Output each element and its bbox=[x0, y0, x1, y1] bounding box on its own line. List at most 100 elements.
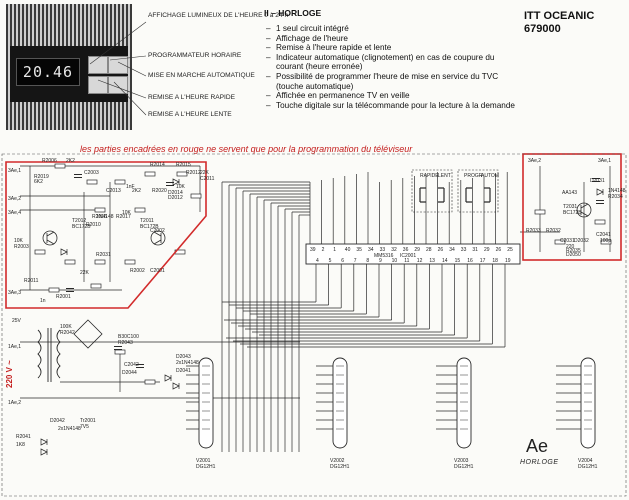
terminal-label: 1Ae,2 bbox=[8, 400, 21, 406]
transistor-type: BC172B bbox=[72, 224, 91, 230]
mains-voltage-label: 220 V ~ bbox=[5, 360, 14, 388]
ic-pin-label: 1 bbox=[333, 247, 336, 253]
component-label: 2K2 bbox=[132, 188, 141, 194]
component-label: C2002 bbox=[150, 228, 165, 234]
component-label: C2001 bbox=[150, 268, 165, 274]
feature-item: Indicateur automatique (clignotement) en… bbox=[264, 53, 524, 72]
resistor-symbol bbox=[534, 209, 546, 215]
ic-pin-label: 40 bbox=[345, 247, 351, 253]
parts-layer bbox=[34, 163, 612, 456]
switch-box-fast-slow bbox=[411, 169, 453, 213]
component-label: C2011 bbox=[200, 176, 215, 182]
clock-display: 20.46 bbox=[16, 58, 80, 86]
component-label: R2012 bbox=[186, 170, 201, 176]
display-tubes bbox=[198, 357, 596, 449]
component-label: D2044 bbox=[122, 370, 137, 376]
component-label: R2015 bbox=[176, 162, 191, 168]
ic-pin-label: 11 bbox=[404, 258, 409, 264]
wire-layer bbox=[20, 165, 611, 452]
terminal-label: 3Ae,2 bbox=[8, 196, 21, 202]
component-label: 2x1N4148 bbox=[176, 360, 199, 366]
tube-type: DG12H1 bbox=[196, 464, 216, 470]
component-label: 22K bbox=[80, 270, 90, 276]
component-label: 7V5 bbox=[80, 424, 89, 430]
program-button bbox=[88, 56, 108, 74]
transistor-type: BC172B bbox=[140, 224, 159, 230]
component-label: R2006 bbox=[42, 158, 57, 164]
switch-box-prog-auto bbox=[457, 169, 499, 213]
callout-slow-set: REMISE A L'HEURE LENTE bbox=[148, 111, 232, 118]
component-label: 2x1N4148 bbox=[58, 426, 81, 432]
component-label: D2042 bbox=[50, 418, 65, 424]
component-label: AA143 bbox=[562, 190, 577, 196]
callout-programmer: PROGRAMMATEUR HORAIRE bbox=[148, 52, 242, 59]
diode-symbol bbox=[60, 248, 68, 256]
component-label: 100K bbox=[60, 324, 72, 330]
component-label: C2042 bbox=[124, 362, 139, 368]
bridge-rectifier bbox=[73, 319, 103, 349]
fast-button bbox=[88, 76, 108, 94]
component-label: 25V bbox=[12, 318, 22, 324]
resistor-symbol bbox=[190, 193, 202, 199]
ic-pin-label: 2 bbox=[322, 247, 325, 253]
resistor-symbol bbox=[64, 259, 76, 265]
tube-ref: V2004 bbox=[578, 458, 593, 464]
component-label: D2014 bbox=[168, 190, 183, 196]
diode-symbol bbox=[40, 438, 48, 446]
ic-pin-label: 5 bbox=[329, 258, 332, 264]
callout-display: AFFICHAGE LUMINEUX DE L'HEURE 0 à 24 h bbox=[148, 12, 289, 19]
component-label: R2035 bbox=[566, 248, 581, 254]
component-label: C2031 bbox=[560, 238, 575, 244]
ic-pin-label: 34 bbox=[449, 247, 455, 253]
component-label: 220 bbox=[566, 244, 575, 250]
switch-label-slow: LENT bbox=[438, 173, 451, 179]
ic-pin-label: 29 bbox=[414, 247, 420, 253]
resistor-symbol bbox=[134, 207, 146, 213]
ic-pin-label: 10 bbox=[392, 258, 398, 264]
resistor-symbol bbox=[144, 171, 156, 177]
transistor-ref: T2011 bbox=[140, 218, 154, 224]
resistor-symbol bbox=[94, 207, 106, 213]
diode-symbol bbox=[172, 382, 180, 390]
ic-pin-label: 4 bbox=[316, 258, 319, 264]
component-label: D2041 bbox=[176, 368, 191, 374]
transistor-ref: T2012 bbox=[72, 218, 86, 224]
resistor-symbol bbox=[176, 171, 188, 177]
switch-label-prog: PROGR bbox=[464, 173, 483, 179]
component-label: 10K bbox=[122, 210, 132, 216]
component-label: 1N4148 bbox=[96, 214, 114, 220]
ic-pin-label: 34 bbox=[368, 247, 374, 253]
component-label: R2016 bbox=[92, 214, 107, 220]
ic-pin-label: 39 bbox=[310, 247, 316, 253]
terminal-label: 3Ae,3 bbox=[8, 290, 21, 296]
feature-item: Touche digitale sur la télécommande pour… bbox=[264, 101, 524, 111]
ic-pin-label: 13 bbox=[429, 258, 435, 264]
tube-ref: V2003 bbox=[454, 458, 469, 464]
ic-body bbox=[305, 243, 521, 265]
component-label: 22K bbox=[200, 170, 210, 176]
ic-pin-label: 35 bbox=[356, 247, 362, 253]
ic-pin-label: 26 bbox=[496, 247, 502, 253]
component-label: B30C100 bbox=[118, 334, 139, 340]
ic-name: MM5316 bbox=[374, 253, 394, 259]
resistor-symbol bbox=[600, 239, 612, 245]
callout-auto-on: MISE EN MARCHE AUTOMATIQUE bbox=[148, 72, 255, 79]
switch-contact-auto bbox=[484, 187, 491, 203]
display-tube bbox=[332, 357, 348, 449]
ic-pin-label: 26 bbox=[438, 247, 444, 253]
component-label: 1nF bbox=[126, 184, 135, 190]
feature-item: Affichage de l'heure bbox=[264, 34, 524, 44]
component-label: 1K8 bbox=[16, 442, 25, 448]
feature-item: 1 seul circuit intégré bbox=[264, 24, 524, 34]
resistor-symbol bbox=[144, 379, 156, 385]
ic-pin-label: 31 bbox=[472, 247, 478, 253]
ic-pin-label: 15 bbox=[455, 258, 461, 264]
transistor-type: BC172B bbox=[563, 210, 582, 216]
component-label: R2014 bbox=[150, 162, 165, 168]
component-label: R2002 bbox=[130, 268, 145, 274]
feature-list: 1 seul circuit intégré Affichage de l'he… bbox=[264, 24, 524, 110]
component-label: 6K2 bbox=[34, 179, 43, 185]
component-label: R2032 bbox=[546, 228, 561, 234]
